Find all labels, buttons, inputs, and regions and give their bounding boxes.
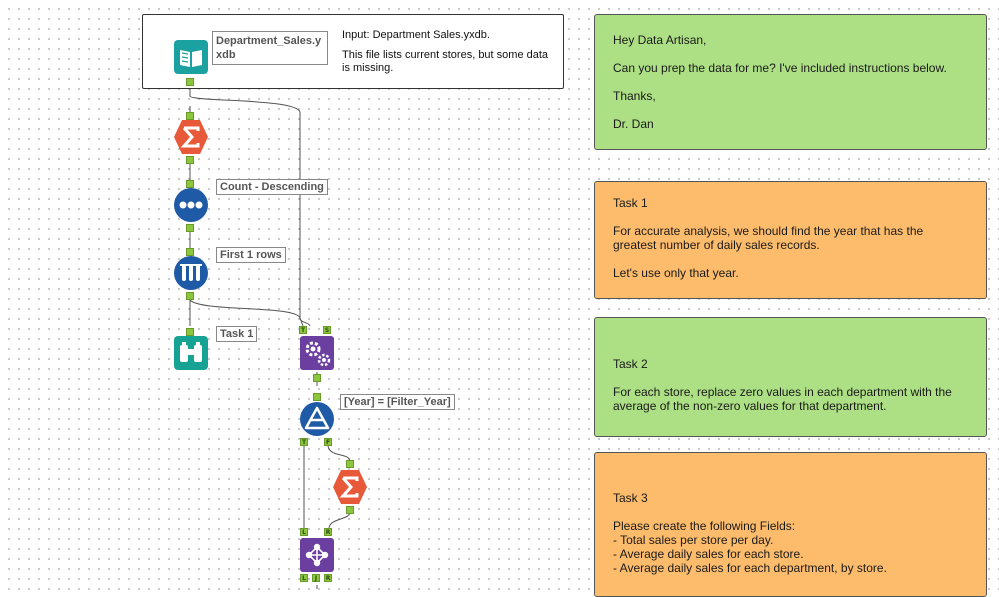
intro-thanks: Thanks,: [613, 89, 656, 103]
sort-tool[interactable]: [174, 188, 208, 222]
task3-item: - Average daily sales for each departmen…: [613, 561, 887, 575]
input-data-tool[interactable]: [174, 40, 208, 74]
browse-input-anchor[interactable]: [186, 328, 194, 336]
summarize-input-anchor[interactable]: [186, 112, 194, 120]
sort-input-anchor[interactable]: [186, 180, 194, 188]
filter-input-anchor[interactable]: [313, 393, 321, 401]
browse-label: Task 1: [216, 326, 258, 342]
task3-item: - Average daily sales for each store.: [613, 547, 804, 561]
summarize-output-anchor[interactable]: [186, 156, 194, 164]
dots-icon: [174, 188, 208, 222]
macro-s-anchor[interactable]: S: [323, 326, 331, 334]
task3-title: Task 3: [613, 491, 648, 505]
macro-output-anchor[interactable]: [313, 374, 321, 382]
task2-body: For each store, replace zero values in e…: [613, 385, 952, 413]
input-description: Input: Department Sales.yxdb. This file …: [342, 29, 557, 82]
wire-sample-to-macro-t: [189, 299, 304, 327]
test-tubes-icon: [174, 256, 208, 290]
intro-greeting: Hey Data Artisan,: [613, 33, 707, 47]
task1-line2: Let's use only that year.: [613, 266, 739, 280]
intro-request: Can you prep the data for me? I've inclu…: [613, 61, 947, 75]
task2-title: Task 2: [613, 357, 648, 371]
join-join-output-anchor[interactable]: J: [312, 574, 320, 582]
sigma-icon: [174, 120, 208, 154]
filter-triangle-icon: [300, 402, 334, 436]
task3-comment[interactable]: Task 3 Please create the following Field…: [594, 452, 987, 597]
summarize-tool-2[interactable]: [333, 470, 367, 504]
summarize-tool[interactable]: [174, 120, 208, 154]
gears-icon: [300, 336, 334, 370]
input-output-anchor[interactable]: [186, 78, 194, 86]
join-right-input-anchor[interactable]: R: [324, 528, 332, 536]
sample-output-anchor[interactable]: [186, 292, 194, 300]
sample-tool[interactable]: [174, 256, 208, 290]
sample-label: First 1 rows: [216, 247, 286, 263]
input-description-title: Input: Department Sales.yxdb.: [342, 29, 490, 41]
filter-label: [Year] = [Filter_Year]: [340, 394, 455, 410]
sample-input-anchor[interactable]: [186, 248, 194, 256]
filter-tool[interactable]: [300, 402, 334, 436]
filter-true-anchor[interactable]: T: [300, 438, 308, 446]
join-left-input-anchor[interactable]: L: [300, 528, 308, 536]
batch-macro-tool[interactable]: [300, 336, 334, 370]
filter-false-anchor[interactable]: F: [324, 438, 332, 446]
book-icon: [174, 40, 208, 74]
join-network-icon: [300, 538, 334, 572]
join-tool[interactable]: [300, 538, 334, 572]
summarize2-output-anchor[interactable]: [346, 506, 354, 514]
input-file-label: Department_Sales.yxdb: [212, 31, 328, 65]
task3-intro: Please create the following Fields:: [613, 519, 796, 533]
task2-comment[interactable]: Task 2 For each store, replace zero valu…: [594, 317, 987, 437]
input-description-body: This file lists current stores, but some…: [342, 49, 549, 74]
task1-comment[interactable]: Task 1 For accurate analysis, we should …: [594, 181, 987, 299]
browse-tool[interactable]: [174, 336, 208, 370]
join-left-output-anchor[interactable]: L: [300, 574, 308, 582]
task1-title: Task 1: [613, 196, 648, 210]
wire-input-to-macro-source: [189, 78, 311, 327]
macro-t-anchor[interactable]: T: [299, 326, 307, 334]
intro-signature: Dr. Dan: [613, 117, 654, 131]
binoculars-icon: [174, 336, 208, 370]
sigma-icon: [333, 470, 367, 504]
task3-item: - Total sales per store per day.: [613, 533, 774, 547]
task1-line1: For accurate analysis, we should find th…: [613, 224, 924, 252]
sort-output-anchor[interactable]: [186, 224, 194, 232]
sort-label: Count - Descending: [216, 179, 328, 195]
intro-comment[interactable]: Hey Data Artisan, Can you prep the data …: [594, 14, 987, 150]
summarize2-input-anchor[interactable]: [346, 460, 354, 468]
join-right-output-anchor[interactable]: R: [324, 574, 332, 582]
